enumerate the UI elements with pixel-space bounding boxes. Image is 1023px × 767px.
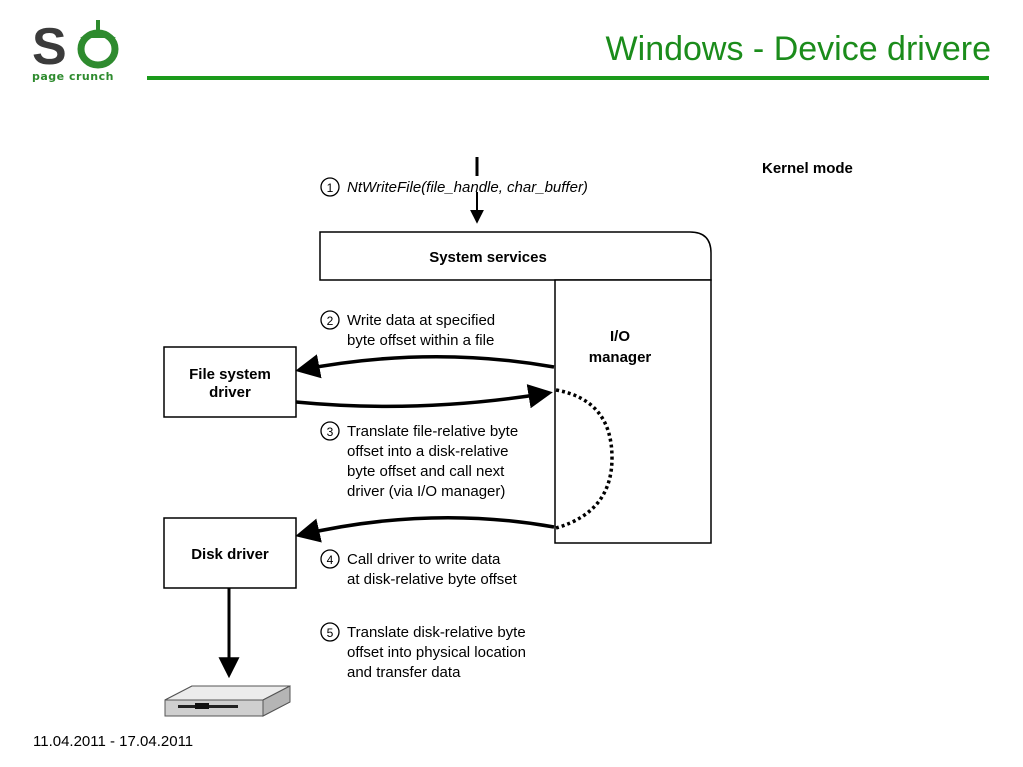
- step-3-number: 3: [327, 425, 334, 439]
- step-4-text-line2: at disk-relative byte offset: [347, 571, 518, 588]
- kernel-mode-label: Kernel mode: [762, 160, 853, 177]
- system-services-box: [319, 231, 712, 281]
- io-manager-dotted-path: [555, 388, 614, 530]
- step-4-arrow: [295, 515, 555, 543]
- step-1-text: NtWriteFile(file_handle, char_buffer): [347, 179, 588, 196]
- step-2-badge: [320, 310, 340, 330]
- disk-driver-box: [163, 517, 297, 589]
- step-5-text-line3: and transfer data: [347, 664, 461, 681]
- io-manager-label-line2: manager: [589, 349, 652, 366]
- title-divider: [147, 76, 989, 80]
- step-2: 2 Write data at specified byte offset wi…: [320, 310, 495, 349]
- step-2-text-line1: Write data at specified: [347, 312, 495, 329]
- logo-subtitle: page crunch: [32, 70, 114, 83]
- step-5: 5 Translate disk-relative byte offset in…: [320, 622, 526, 681]
- step-2-text-line2: byte offset within a file: [347, 332, 494, 349]
- page-title: Windows - Device drivere: [605, 30, 991, 68]
- step-2-arrow: [295, 354, 555, 379]
- step-3-text-line3: byte offset and call next: [347, 463, 505, 480]
- step-3-arrow: [295, 384, 553, 409]
- fs-driver-label-line1: File system: [189, 366, 271, 383]
- file-system-driver-box: [163, 346, 297, 418]
- step-3-text-line4: driver (via I/O manager): [347, 483, 505, 500]
- logo-letter-s: S: [32, 18, 67, 74]
- step-3-text-line1: Translate file-relative byte: [347, 423, 518, 440]
- system-services-label: System services: [429, 249, 547, 266]
- step-4-text-line1: Call driver to write data: [347, 551, 501, 568]
- step-3-badge: [320, 421, 340, 441]
- step-5-text-line1: Translate disk-relative byte: [347, 624, 526, 641]
- disk-drive-icon: [164, 685, 291, 717]
- step-5-badge: [320, 622, 340, 642]
- disk-driver-label: Disk driver: [191, 546, 269, 563]
- io-manager-box: [554, 279, 712, 544]
- step-4-badge: [320, 549, 340, 569]
- step-1-badge: [320, 177, 340, 197]
- io-manager-label-line1: I/O: [610, 328, 630, 345]
- fs-driver-label-line2: driver: [209, 384, 251, 401]
- step-5-number: 5: [327, 626, 334, 640]
- step-5-text-line2: offset into physical location: [347, 644, 526, 661]
- step-3-text-line2: offset into a disk-relative: [347, 443, 508, 460]
- step-3: 3 Translate file-relative byte offset in…: [320, 421, 518, 500]
- step-2-number: 2: [327, 314, 334, 328]
- step-4-number: 4: [327, 553, 334, 567]
- footer-date-range: 11.04.2011 - 17.04.2011: [33, 733, 194, 750]
- page-crunch-logo: S: [30, 14, 126, 84]
- step-4: 4 Call driver to write data at disk-rela…: [320, 549, 518, 588]
- step-1: 1 NtWriteFile(file_handle, char_buffer): [320, 177, 588, 197]
- step-1-number: 1: [327, 181, 334, 195]
- logo-mark: S: [32, 18, 119, 76]
